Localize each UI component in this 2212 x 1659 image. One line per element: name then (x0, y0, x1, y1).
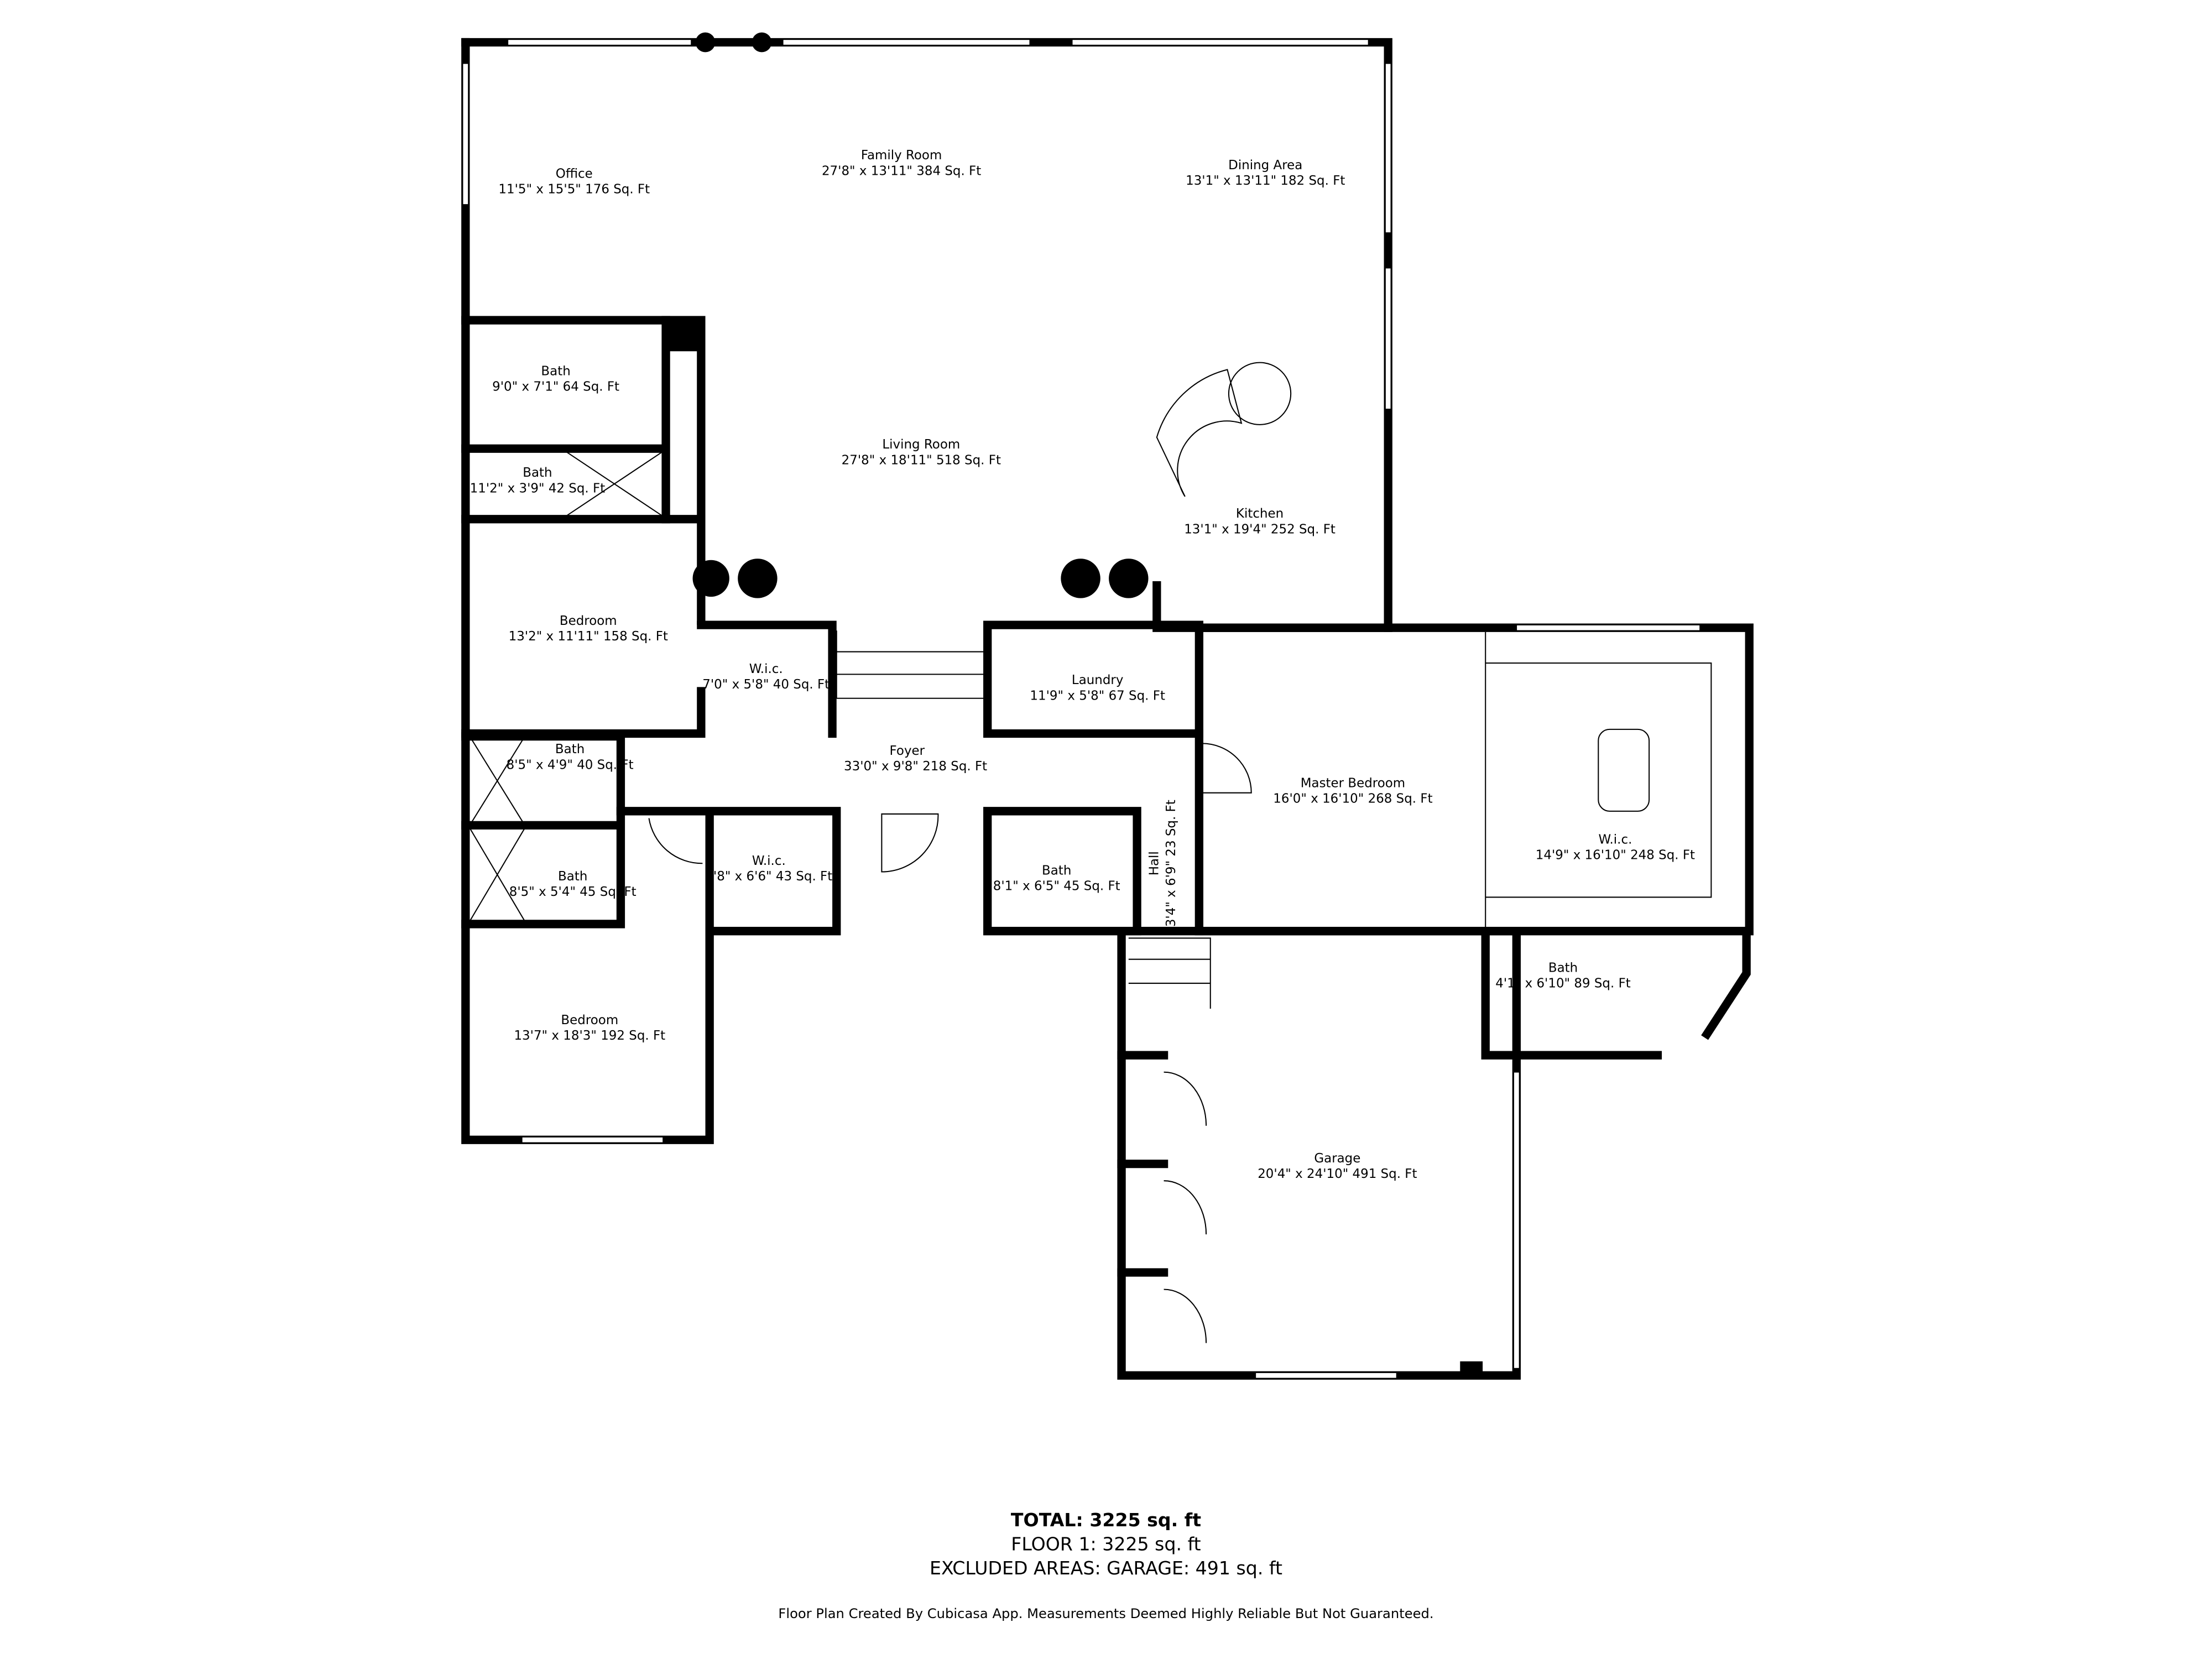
column (692, 560, 729, 597)
room-wic-2: W.i.c.6'8" x 6'6" 43 Sq. Ft (705, 854, 832, 884)
walls (461, 38, 1754, 1380)
room-wic-1: W.i.c.7'0" x 5'8" 40 Sq. Ft (702, 662, 830, 692)
area-summary: TOTAL: 3225 sq. ft FLOOR 1: 3225 sq. ft … (778, 1509, 1433, 1621)
total-area: TOTAL: 3225 sq. ft (1011, 1509, 1201, 1531)
floor-1-area: FLOOR 1: 3225 sq. ft (1011, 1533, 1201, 1555)
disclaimer: Floor Plan Created By Cubicasa App. Meas… (778, 1606, 1433, 1621)
column (1061, 559, 1100, 598)
room-wic-master: W.i.c.14'9" x 16'10" 248 Sq. Ft (1536, 833, 1695, 863)
excluded-areas: EXCLUDED AREAS: GARAGE: 491 sq. ft (930, 1557, 1282, 1579)
fixtures (462, 32, 1712, 1379)
column (1109, 559, 1149, 598)
column (738, 559, 778, 598)
